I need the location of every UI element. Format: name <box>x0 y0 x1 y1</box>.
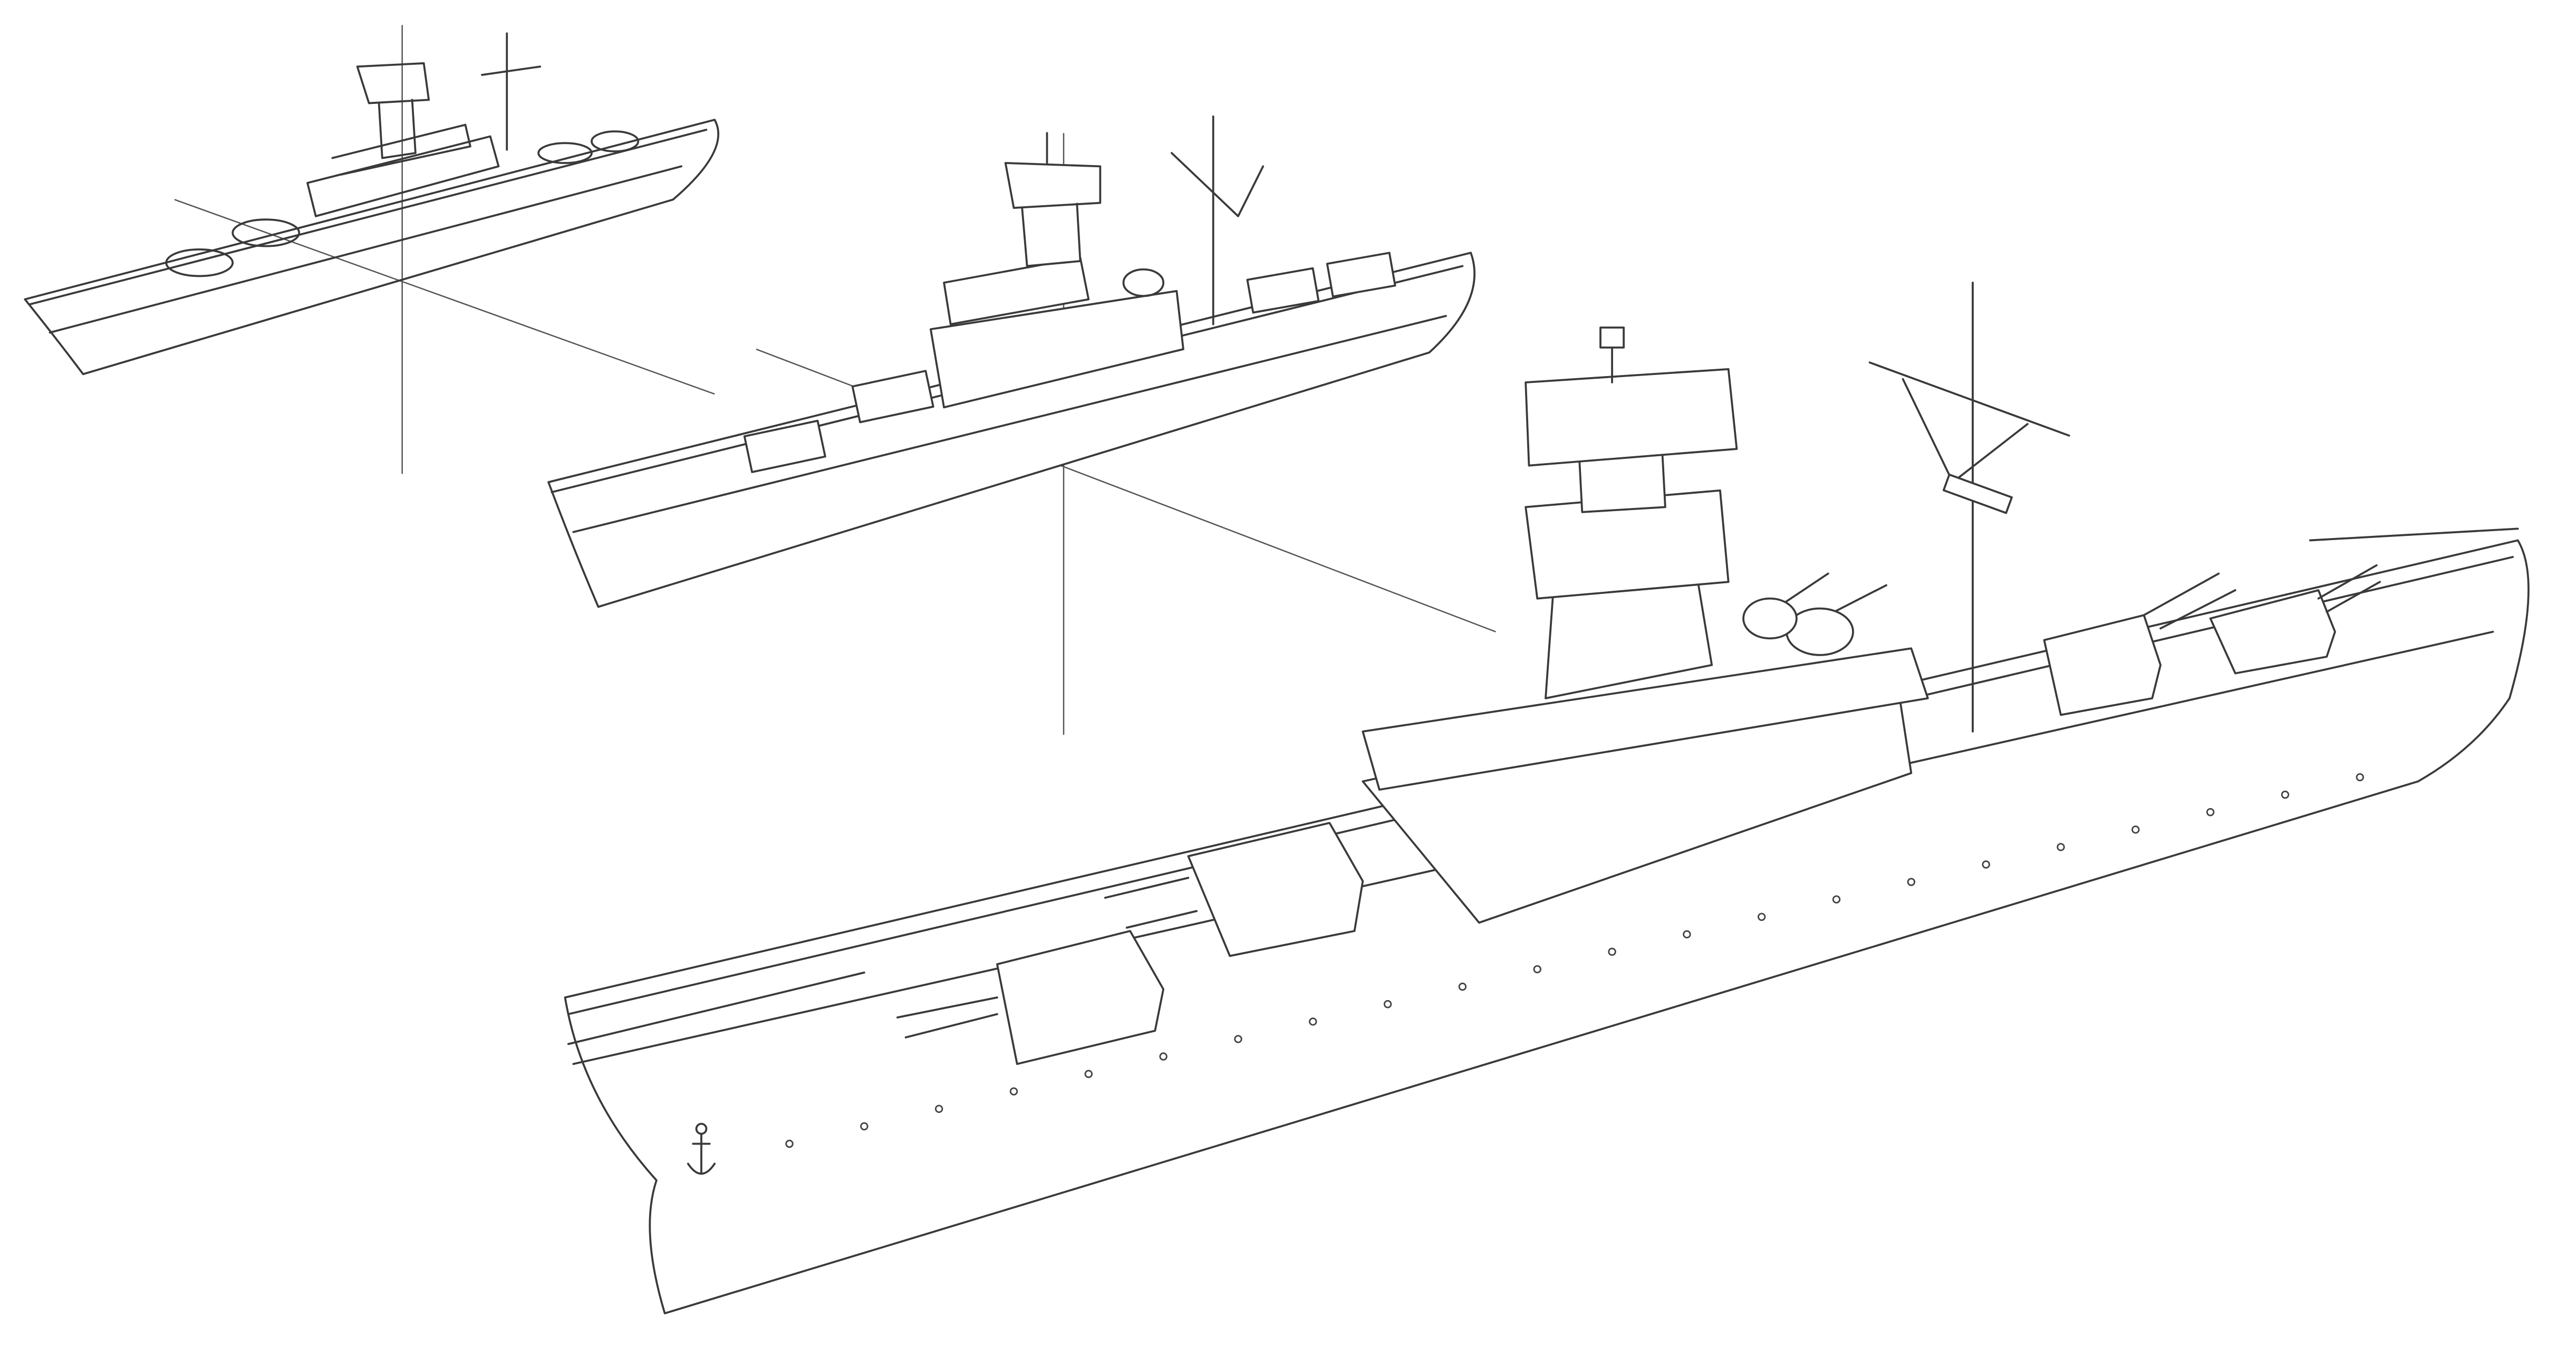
porthole <box>2131 825 2140 834</box>
porthole <box>2057 843 2065 851</box>
radar-frame <box>1868 361 2070 484</box>
porthole <box>1832 895 1841 904</box>
turret <box>537 142 593 164</box>
hull <box>547 252 1475 608</box>
ship-rough-sketch <box>24 32 720 376</box>
porthole <box>1159 1052 1168 1061</box>
turret <box>231 218 301 247</box>
porthole <box>1084 1070 1093 1078</box>
turret <box>165 248 234 277</box>
tower <box>356 62 430 159</box>
railing <box>567 527 2519 1045</box>
porthole <box>1458 982 1467 991</box>
porthole <box>1009 1087 1018 1096</box>
porthole <box>860 1122 869 1131</box>
porthole <box>1309 1017 1317 1026</box>
superstructure <box>930 290 1184 409</box>
anchor-icon <box>687 1132 716 1175</box>
turret <box>1246 267 1320 314</box>
turret <box>1326 252 1396 298</box>
portholes <box>785 773 2365 1148</box>
porthole <box>934 1104 943 1113</box>
porthole <box>1907 878 1916 886</box>
turret <box>2043 614 2162 716</box>
turret <box>851 370 934 424</box>
porthole <box>1533 965 1541 974</box>
bridge <box>1525 368 1738 467</box>
porthole <box>785 1139 794 1148</box>
hull <box>24 119 720 376</box>
turret <box>2209 589 2336 675</box>
porthole <box>1234 1035 1242 1043</box>
porthole <box>2356 773 2365 782</box>
porthole <box>2206 808 2215 816</box>
porthole <box>1608 947 1616 956</box>
aa-mount <box>1742 597 1798 640</box>
turret <box>996 930 1165 1065</box>
turret <box>1187 822 1364 957</box>
ship-final-lineart <box>564 282 2530 1314</box>
porthole <box>1683 930 1691 939</box>
porthole <box>1982 860 1990 869</box>
superstructure <box>306 123 500 217</box>
porthole <box>1757 912 1766 921</box>
turret <box>743 419 826 473</box>
upper-deck <box>1362 647 1929 791</box>
ship-refined-sketch <box>547 115 1475 608</box>
flag <box>1599 326 1625 349</box>
tower <box>1004 162 1102 267</box>
porthole <box>2281 790 2290 799</box>
porthole <box>1383 1000 1392 1008</box>
turret <box>591 130 640 152</box>
guide-diagonal-1 <box>174 199 715 395</box>
gun-barrels <box>896 564 2381 1039</box>
